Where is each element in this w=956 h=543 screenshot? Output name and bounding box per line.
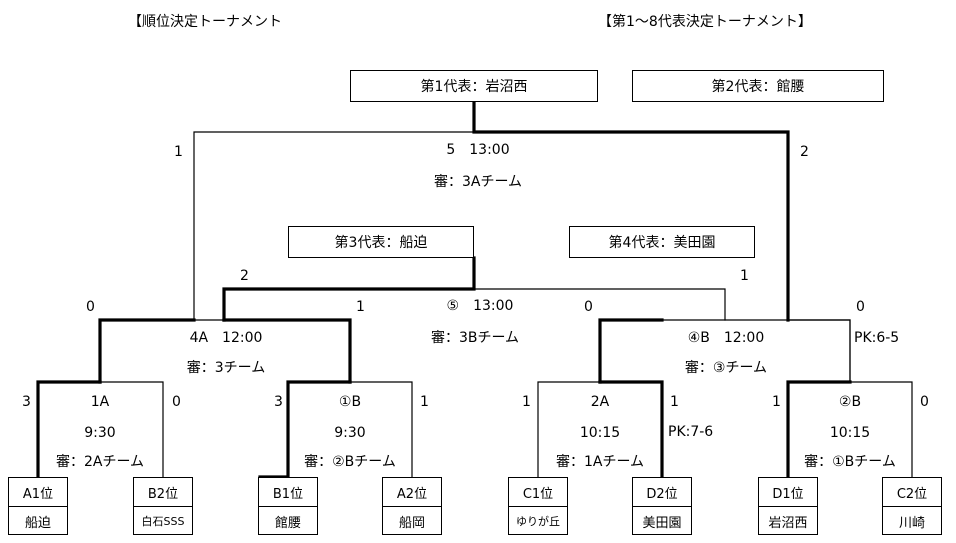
title-representative-tournament: 【第1～8代表決定トーナメント】 (598, 14, 812, 30)
team-seed: D2位 (633, 478, 691, 507)
r1-m3-pk: PK:7-6 (668, 424, 714, 440)
r1-m4-time: 10:15 (829, 425, 871, 441)
team-seed: A1位 (9, 478, 67, 507)
team-seed: A2位 (383, 478, 441, 507)
semi-left-number-time: 4A 12:00 (189, 330, 263, 346)
rep3-box: 第3代表：船迫 (288, 226, 474, 258)
r1-m3-referee: 審：1Aチーム (555, 454, 645, 470)
third-score-left: 2 (240, 268, 249, 284)
r1-m2-score-right: 1 (420, 394, 429, 410)
team-box: B2位 白石SSS (133, 477, 193, 535)
team-box: A1位 船迫 (8, 477, 68, 535)
r1-m1-label: 1A (90, 394, 110, 410)
final-score-right: 2 (800, 144, 809, 160)
team-name: 岩沼西 (768, 515, 808, 531)
r1-m3-label: 2A (590, 394, 610, 410)
r1-m4-referee: 審：①Bチーム (804, 454, 896, 470)
team-name: 船岡 (398, 515, 425, 531)
team-seed: D1位 (759, 478, 817, 507)
r1-m1-score-right: 0 (172, 394, 181, 410)
r1-m1-referee: 審：2Aチーム (55, 454, 145, 470)
semi-left-loser (222, 318, 352, 384)
team-name: ゆりが丘 (516, 515, 560, 528)
rep4-box: 第4代表：美田園 (569, 226, 755, 258)
team-name: 川崎 (898, 515, 925, 531)
team-box: C2位 川崎 (882, 477, 942, 535)
third-number-time: ⑤ 13:00 (446, 298, 514, 314)
r1-m4-label: ②B (838, 394, 862, 410)
r1-m2-label: ①B (338, 394, 362, 410)
team-seed: C1位 (509, 478, 567, 507)
r1-m1-score-left: 3 (22, 394, 31, 410)
team-name: 白石SSS (141, 515, 185, 528)
semi-left-referee: 審：3チーム (186, 360, 266, 376)
team-box: B1位 館腰 (258, 477, 318, 535)
third-score-right: 1 (740, 268, 749, 284)
semi-right-number-time: ④B 12:00 (687, 330, 765, 346)
final-number-time: 5 13:00 (446, 142, 510, 158)
rep2-box: 第2代表：館腰 (632, 70, 884, 102)
r1-match1-winner (36, 380, 102, 479)
semi-right-score-right: 0 (856, 299, 865, 315)
semi-right-winner (787, 319, 851, 383)
team-name: 船迫 (24, 515, 51, 531)
r1-m1-time: 9:30 (84, 425, 116, 441)
rep1-box: 第1代表：岩沼西 (350, 70, 598, 102)
semi-left-score-right: 1 (356, 299, 365, 315)
final-referee: 審：3Aチーム (433, 174, 523, 190)
r1-m2-score-left: 3 (274, 394, 283, 410)
team-seed: B1位 (259, 478, 317, 507)
semi-right-score-left: 0 (584, 299, 593, 315)
team-box: D2位 美田園 (632, 477, 692, 535)
third-referee: 審：3Bチーム (430, 330, 520, 346)
team-seed: B2位 (134, 478, 192, 507)
semi-right-referee: 審：③チーム (684, 360, 768, 376)
semi-left-winner (98, 318, 196, 384)
r1-m2-referee: 審：②Bチーム (304, 454, 396, 470)
team-name: 館腰 (274, 515, 301, 531)
team-name: 美田園 (642, 515, 682, 531)
semi-right-loser (598, 318, 664, 384)
r1-m3-score-right: 1 (670, 394, 679, 410)
team-box: C1位 ゆりが丘 (508, 477, 568, 535)
r1-m3-time: 10:15 (579, 425, 621, 441)
team-box: D1位 岩沼西 (758, 477, 818, 535)
semi-left-score-left: 0 (86, 299, 95, 315)
r1-m3-score-left: 1 (522, 394, 531, 410)
rep3-label: 第3代表：船迫 (334, 235, 428, 251)
rep4-label: 第4代表：美田園 (608, 235, 716, 251)
r1-m4-score-right: 0 (920, 394, 929, 410)
final-score-left: 1 (174, 144, 183, 160)
r1-match3-winner (598, 380, 664, 479)
r1-m4-score-left: 1 (772, 394, 781, 410)
rep1-label: 第1代表：岩沼西 (420, 79, 528, 95)
team-box: A2位 船岡 (382, 477, 442, 535)
team-seed: C2位 (883, 478, 941, 507)
r1-m2-time: 9:30 (334, 425, 366, 441)
rep2-label: 第2代表：館腰 (711, 79, 805, 95)
third-match-winner (222, 256, 476, 322)
semi-right-pk: PK:6-5 (854, 330, 900, 346)
final-winner (472, 100, 790, 322)
title-ranking-tournament: 【順位決定トーナメント (128, 14, 282, 30)
r1-match4-winner (786, 380, 852, 479)
